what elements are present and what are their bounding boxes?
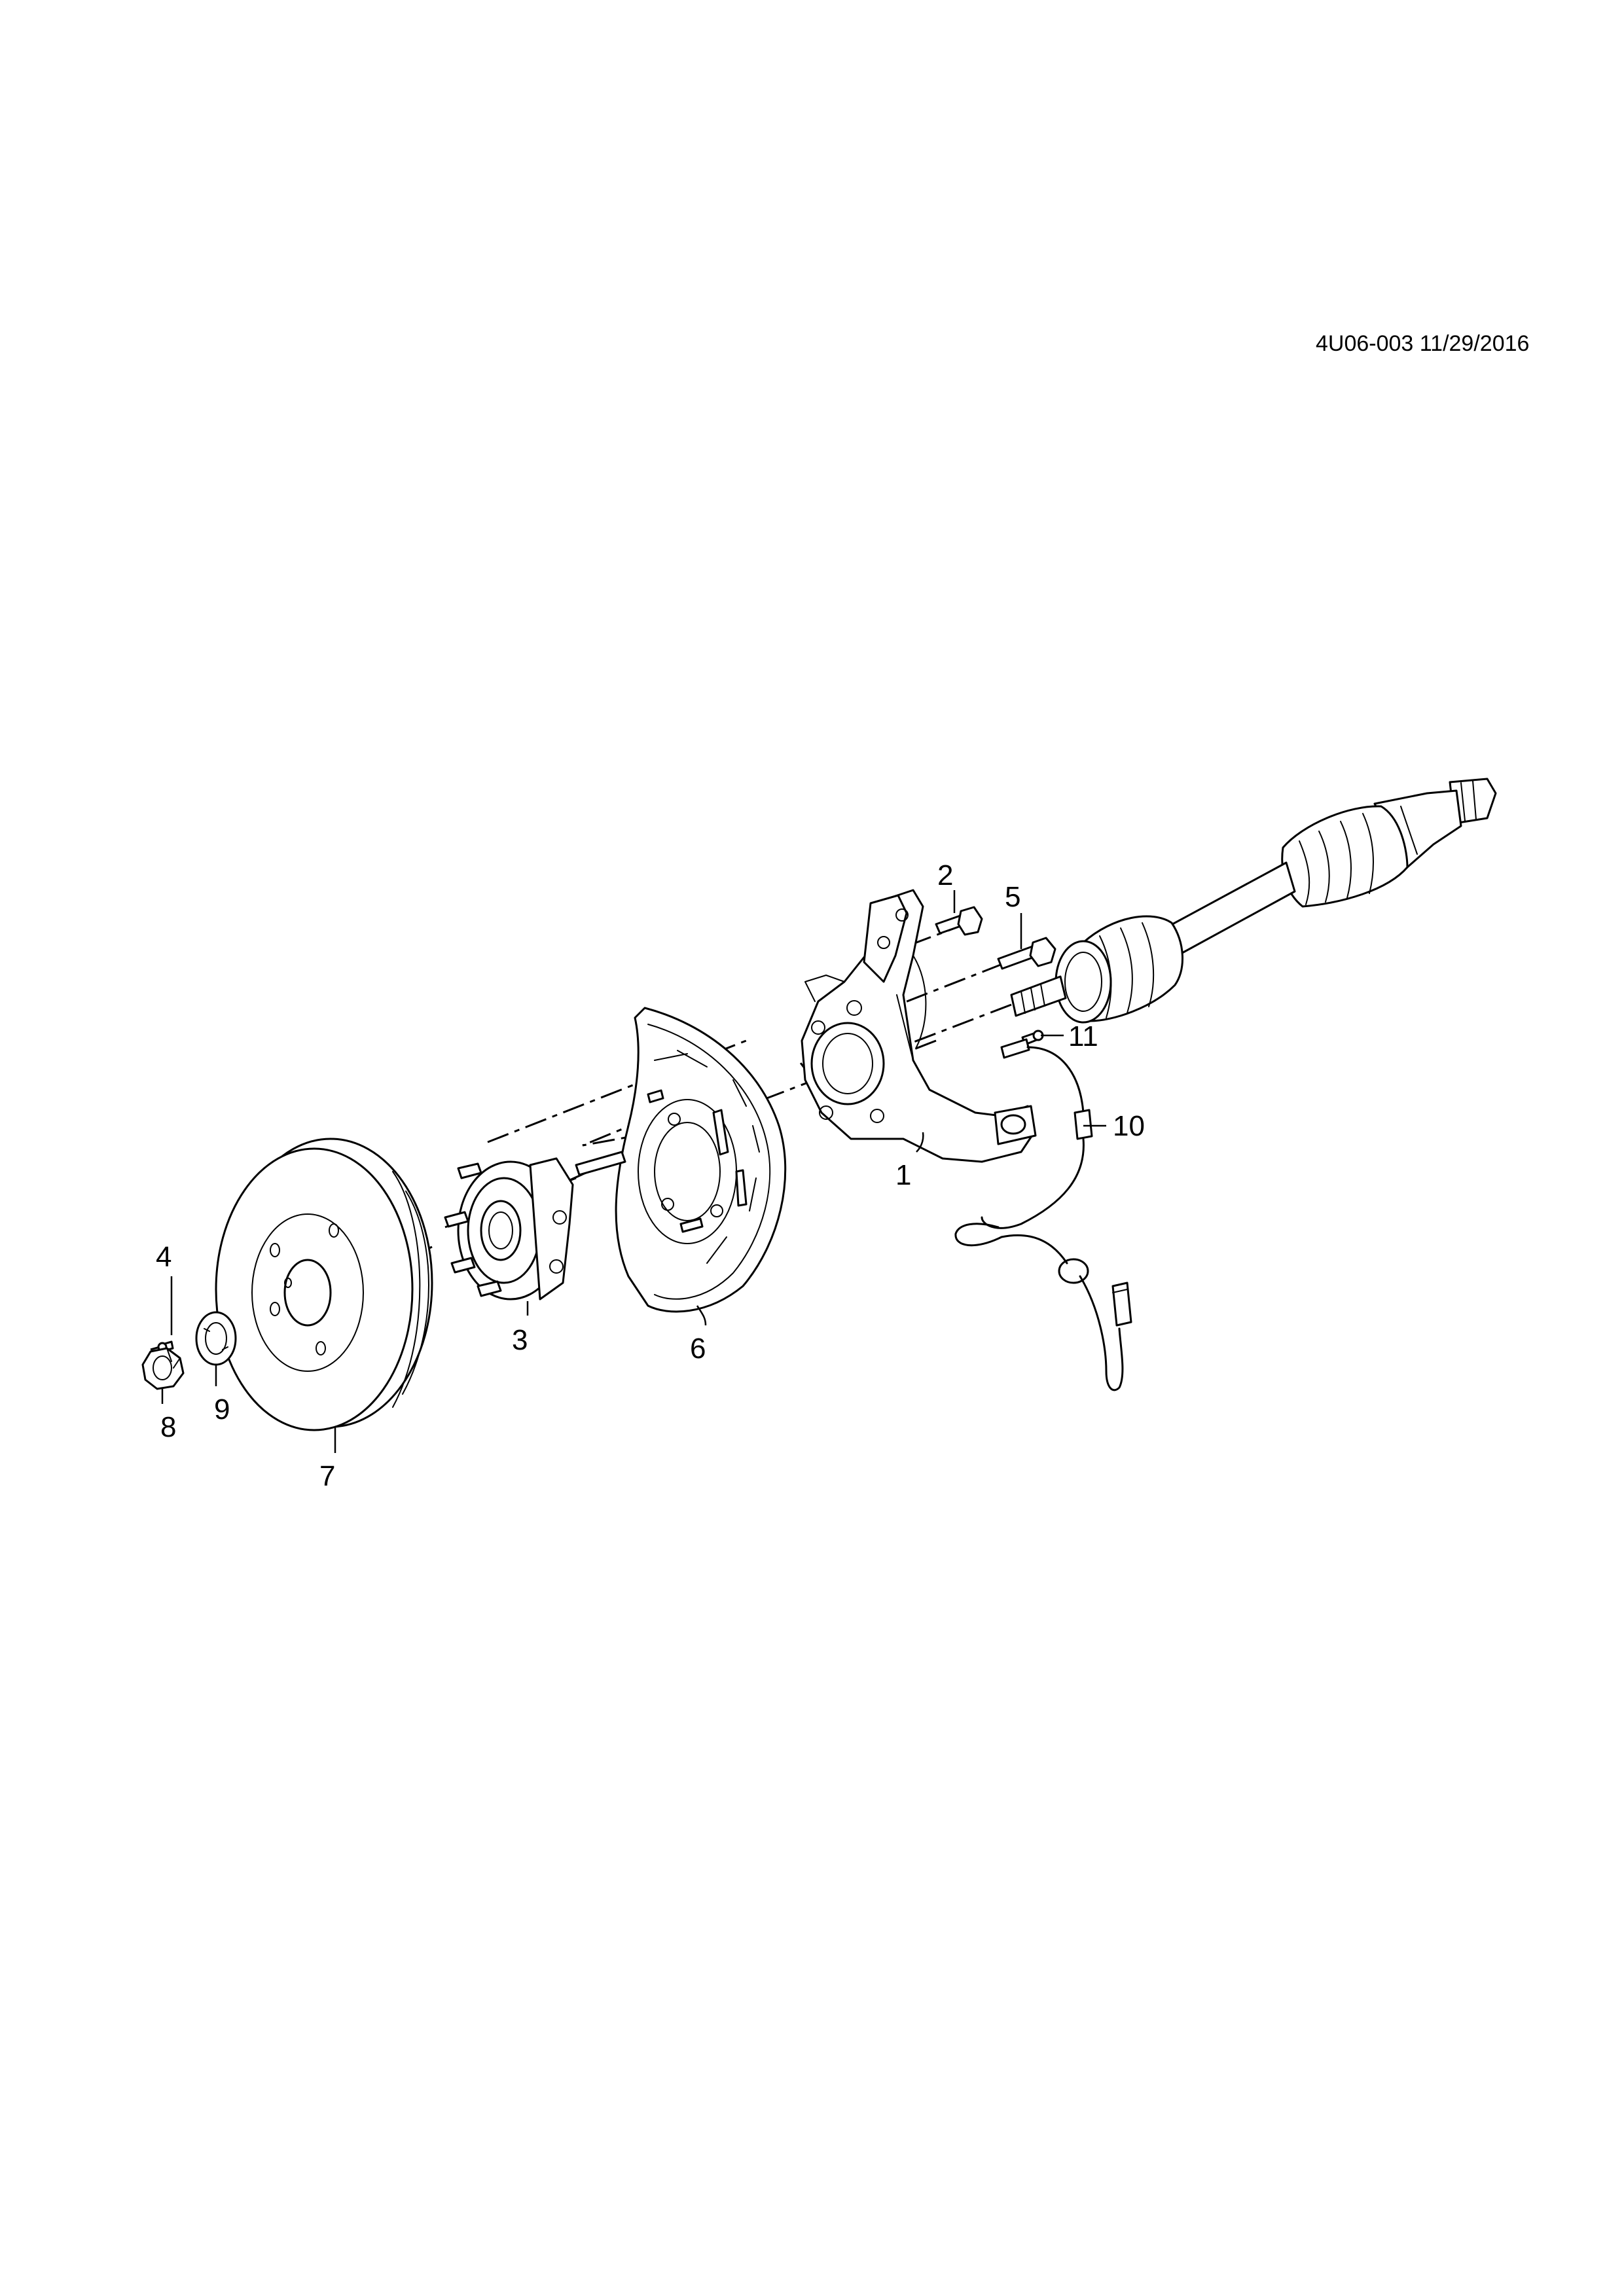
- callout-1: 1: [895, 1159, 911, 1191]
- bolt-5: [997, 937, 1056, 970]
- callout-10: 10: [1113, 1110, 1145, 1142]
- callout-11: 11: [1068, 1020, 1098, 1052]
- callout-8: 8: [160, 1411, 176, 1443]
- callout-leaders: [161, 890, 1106, 1453]
- drive-shaft: [1010, 778, 1497, 1024]
- callout-numbers: 1 2 3 4 5 6 7 8 9 10 11: [156, 859, 1145, 1492]
- callout-4: 4: [156, 1241, 171, 1273]
- callout-6: 6: [690, 1333, 706, 1365]
- callout-9: 9: [214, 1393, 230, 1426]
- brake-disc: [215, 1138, 433, 1431]
- washer: [195, 1311, 237, 1366]
- callout-7: 7: [319, 1460, 335, 1492]
- callout-5: 5: [1005, 881, 1020, 913]
- wheel-speed-sensor-cable: [954, 1038, 1132, 1391]
- callout-2: 2: [937, 859, 953, 891]
- bolt-2: [935, 906, 983, 936]
- hub-bearing: [444, 1157, 574, 1300]
- hub-nut: [141, 1347, 185, 1390]
- dust-shield: [575, 1007, 787, 1313]
- steering-knuckle: [801, 889, 1037, 1163]
- diagram-reference-code: 4U06-003 11/29/2016: [1316, 331, 1530, 356]
- callout-3: 3: [512, 1324, 528, 1356]
